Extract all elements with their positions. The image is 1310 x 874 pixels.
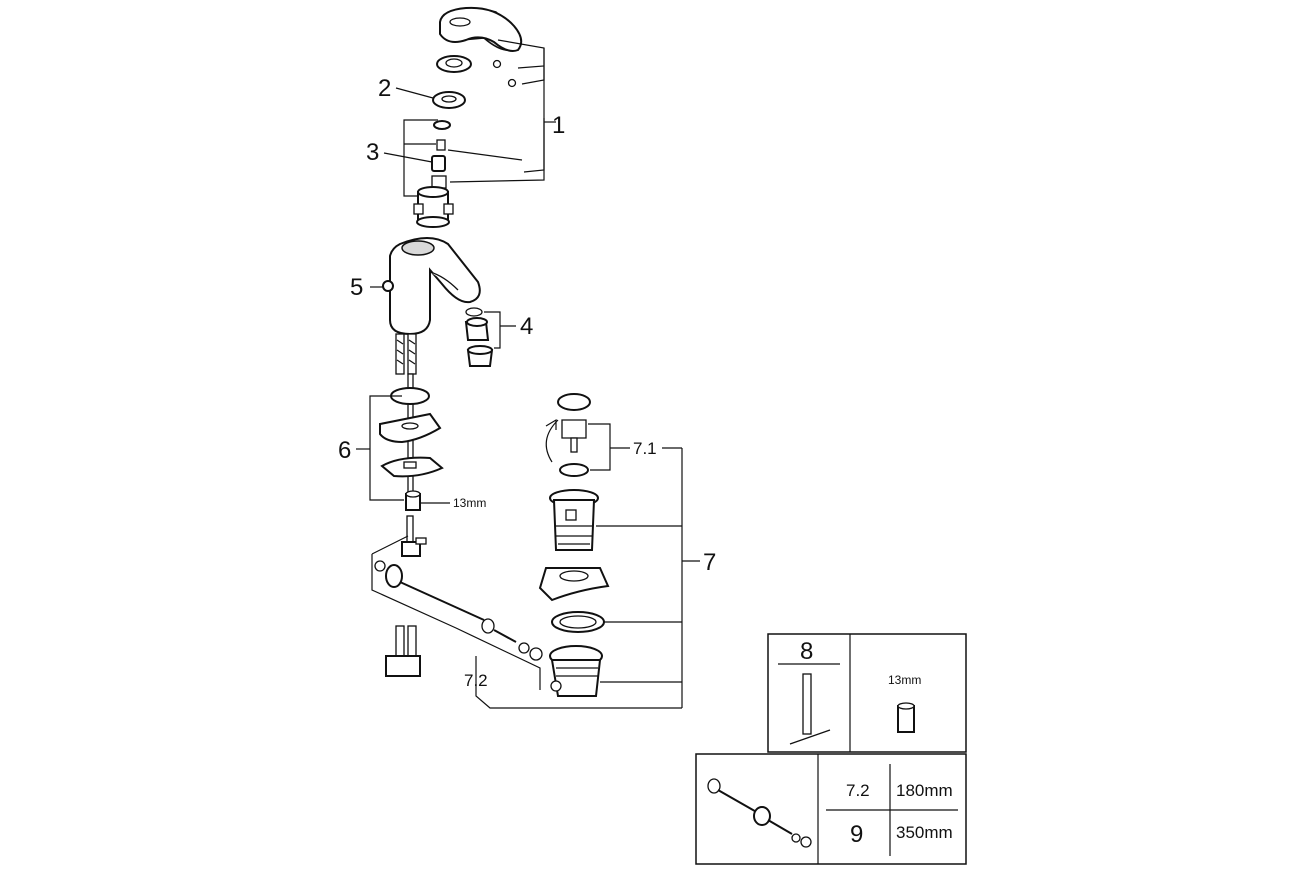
fixing-plate <box>380 456 444 478</box>
part-8-size: 13mm <box>888 673 921 687</box>
part-8-number: 8 <box>800 638 813 665</box>
callout-2: 2 <box>378 75 391 102</box>
callout-5: 5 <box>350 274 363 301</box>
flexible-hoses <box>395 333 417 375</box>
plug-seal <box>559 463 589 477</box>
horizontal-rod <box>385 564 543 661</box>
callout-7-1: 7.1 <box>633 439 657 458</box>
row-1-length: 180mm <box>896 781 953 800</box>
mounting-gasket <box>379 412 442 444</box>
callout-4: 4 <box>520 313 533 340</box>
wrench-size-label: 13mm <box>453 496 486 510</box>
row-2-length: 350mm <box>896 823 953 842</box>
pop-up-rod-icon <box>707 778 812 848</box>
supply-hoses <box>385 625 421 677</box>
pop-up-rod-knob <box>382 280 394 292</box>
row-1-part: 7.2 <box>846 781 870 800</box>
basin-seal <box>538 567 610 602</box>
cartridge <box>413 175 454 228</box>
callout-1: 1 <box>552 112 565 139</box>
lever-handle <box>439 6 523 52</box>
spare-part-8-box: 8 13mm <box>767 633 967 753</box>
callout-3: 3 <box>366 139 379 166</box>
linkage-rod <box>401 515 427 557</box>
spanner-tool-icon <box>789 673 831 745</box>
o-ring-small <box>433 120 451 130</box>
waste-body <box>549 489 599 551</box>
ring-nut <box>432 91 466 109</box>
row-2-part: 9 <box>850 821 863 848</box>
callout-7-2: 7.2 <box>464 671 488 690</box>
waste-nut <box>549 645 603 697</box>
pop-up-plug <box>545 393 591 463</box>
fixing-nut-icon <box>897 702 915 733</box>
mixer-body <box>389 237 481 336</box>
callout-6: 6 <box>338 437 351 464</box>
connector-screw <box>374 560 386 572</box>
handle-screw <box>492 59 517 88</box>
rod-length-table: 7.2 180mm 9 350mm <box>695 753 967 865</box>
spindle-adapter <box>431 139 446 172</box>
waste-washer <box>551 611 605 633</box>
callout-7: 7 <box>703 549 716 576</box>
aerator <box>464 307 494 367</box>
fixing-nut <box>405 490 421 511</box>
cap-ring <box>436 55 472 73</box>
